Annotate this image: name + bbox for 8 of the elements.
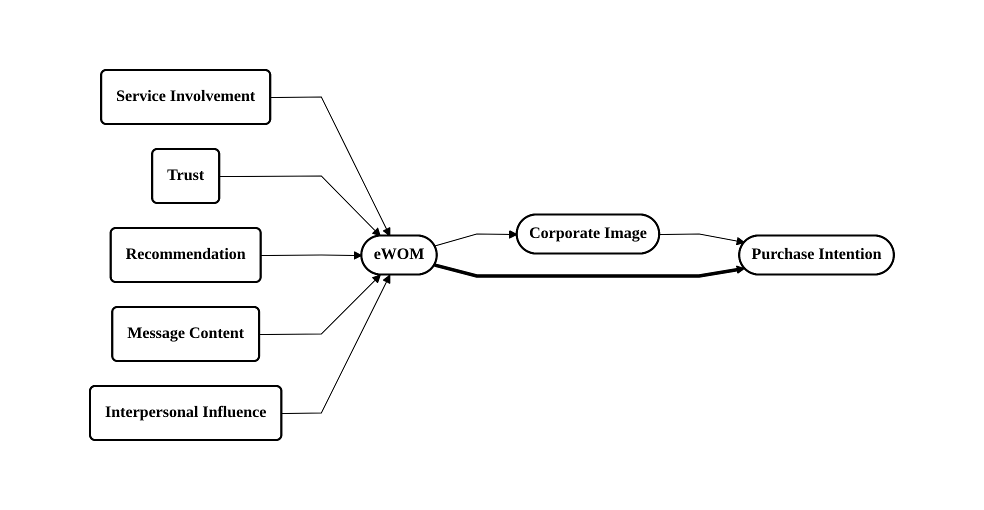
arrow — [434, 230, 518, 246]
arrow — [219, 176, 381, 236]
arrow — [434, 263, 746, 278]
arrow — [259, 274, 381, 335]
arrow — [281, 274, 390, 414]
arrow — [270, 96, 390, 236]
arrow — [659, 234, 746, 246]
arrow — [260, 251, 362, 260]
